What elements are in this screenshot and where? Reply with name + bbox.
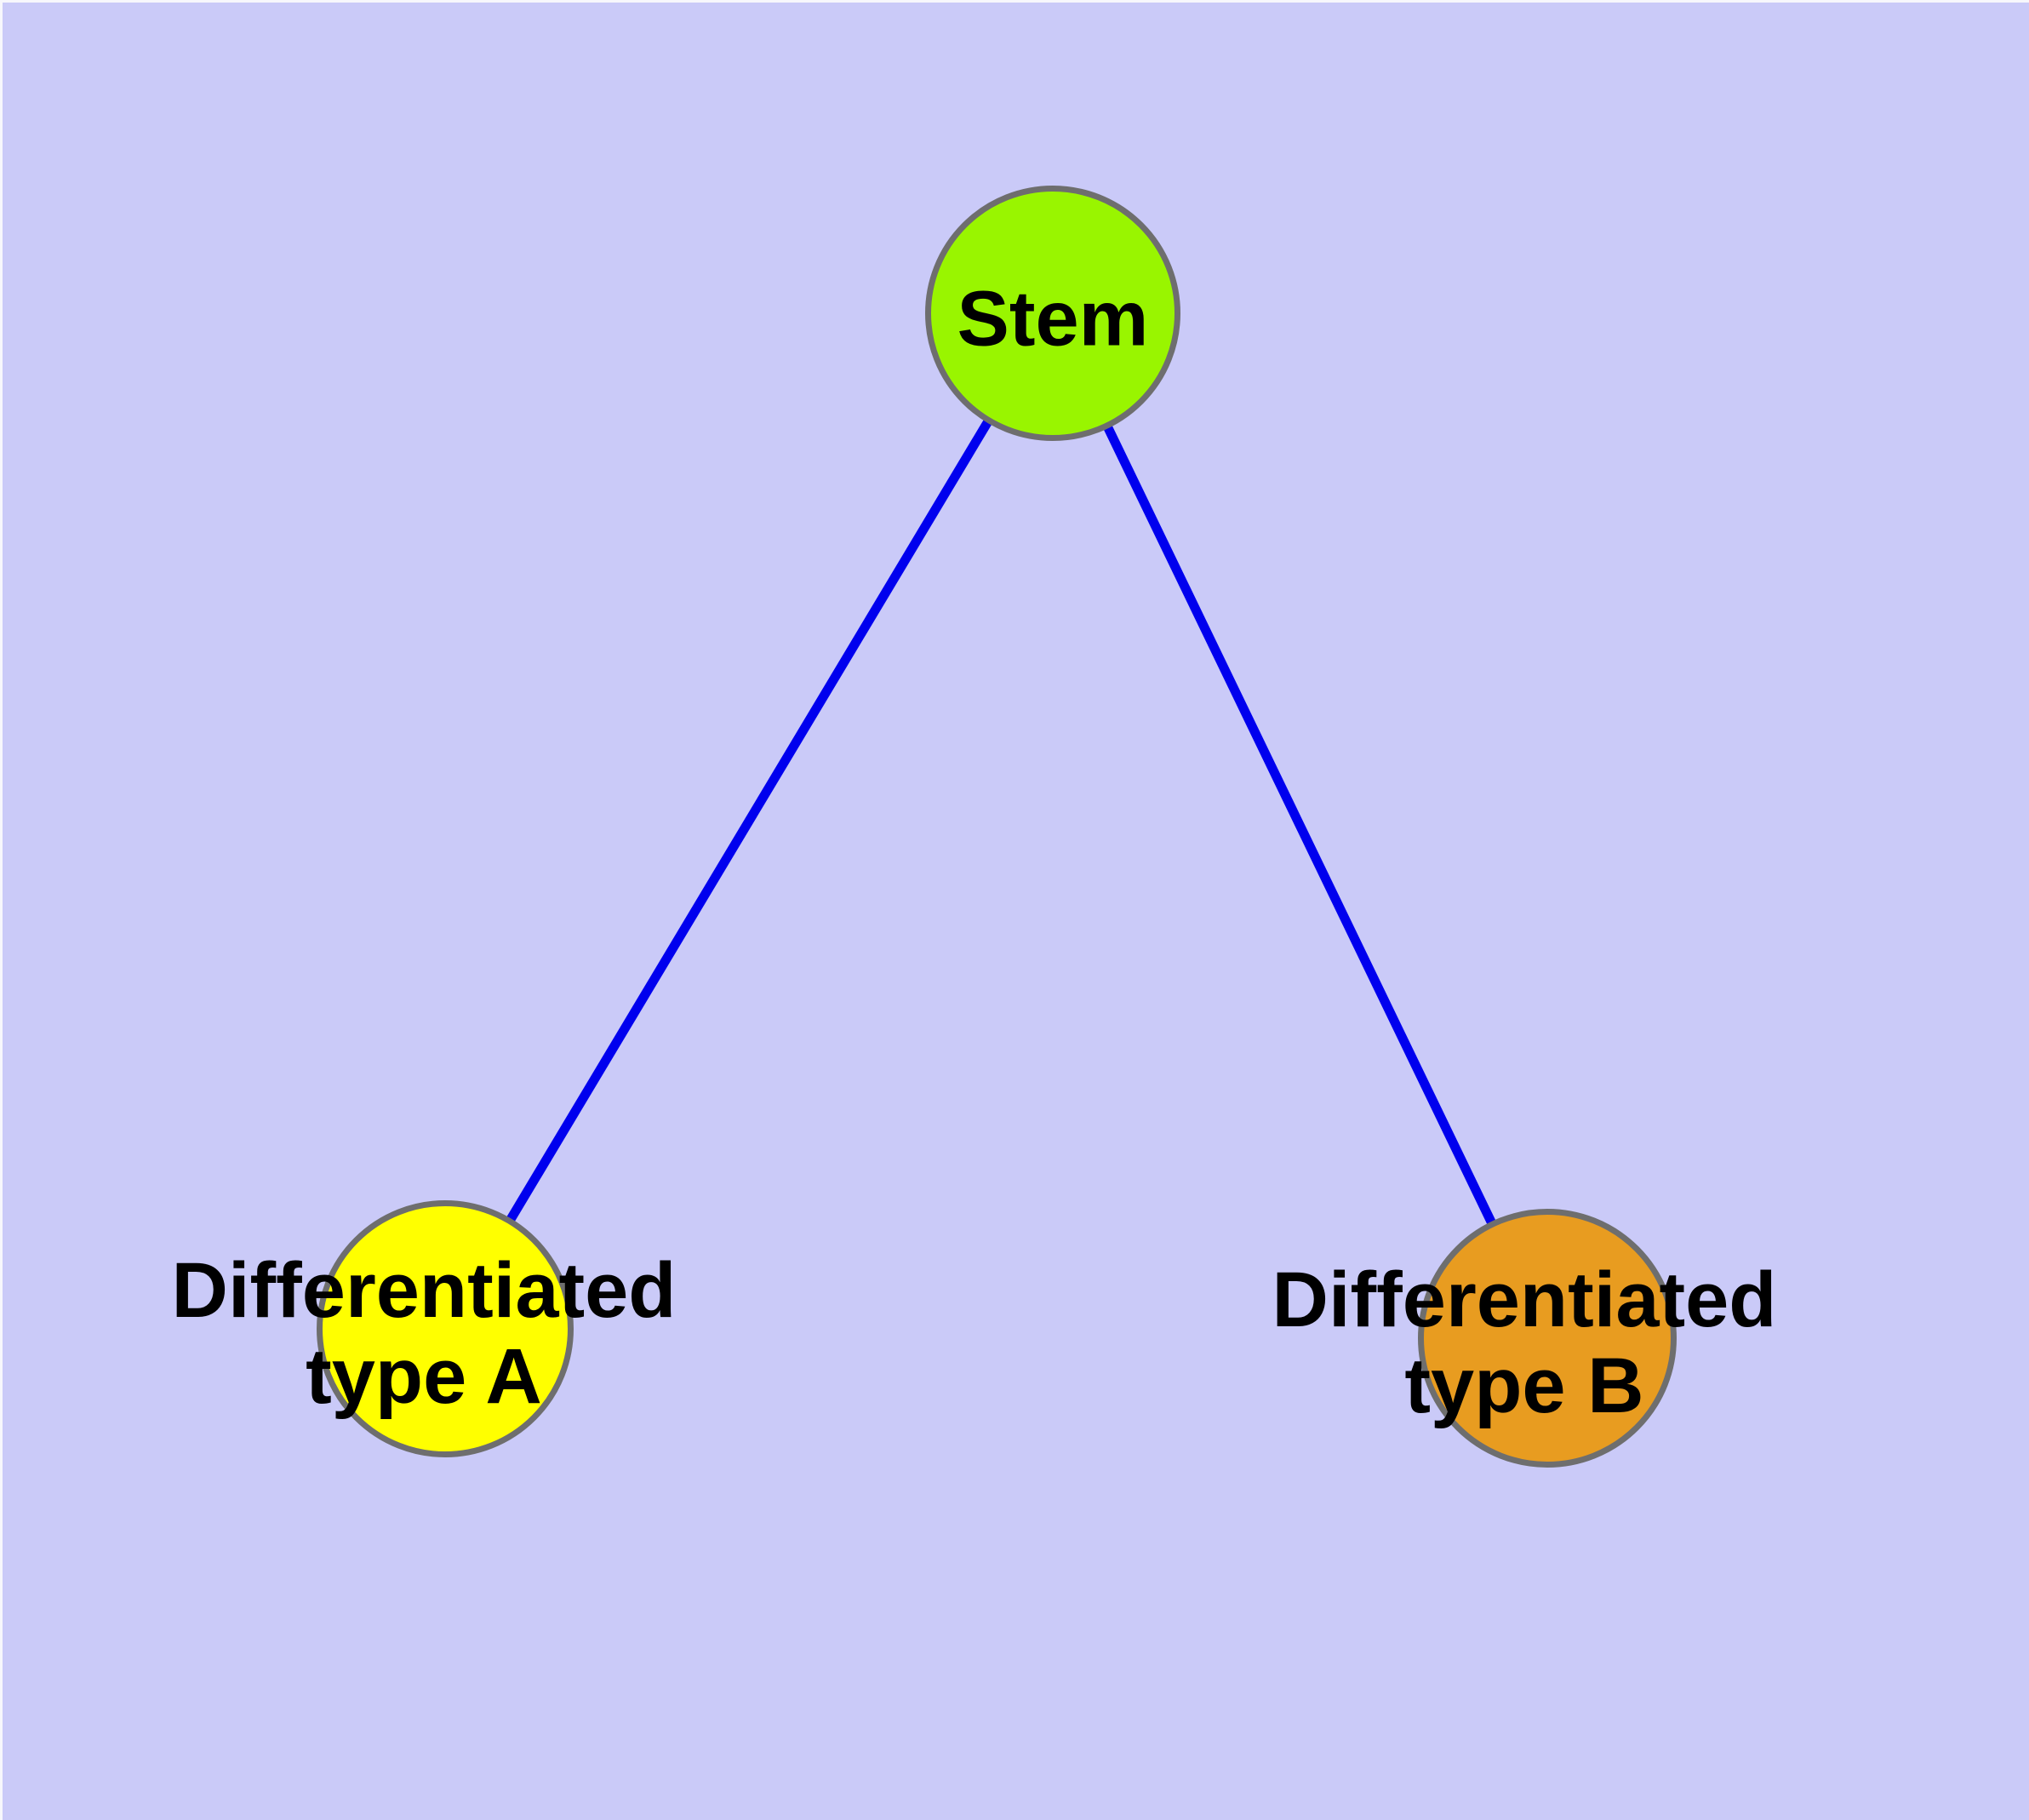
differentiated-type-b-node-circle <box>1418 1209 1677 1468</box>
differentiated-type-a-node-label: Differentiated type A <box>172 1248 677 1420</box>
edge-stem-to-typeA <box>441 311 1057 1331</box>
stem-node-circle <box>925 186 1180 441</box>
stem-label-line: Stem <box>957 275 1149 363</box>
type-a-label-line-2: type A <box>306 1333 542 1420</box>
type-a-label-line-1: Differentiated <box>171 1247 677 1334</box>
edge-stem-to-typeB <box>1049 311 1552 1341</box>
stem-node-label: Stem <box>957 275 1149 363</box>
differentiated-type-a-node-circle <box>317 1200 574 1457</box>
type-b-label-line-2: type B <box>1404 1342 1644 1429</box>
differentiated-type-b-node-label: Differentiated type B <box>1272 1257 1777 1429</box>
type-b-label-line-1: Differentiated <box>1272 1256 1777 1343</box>
